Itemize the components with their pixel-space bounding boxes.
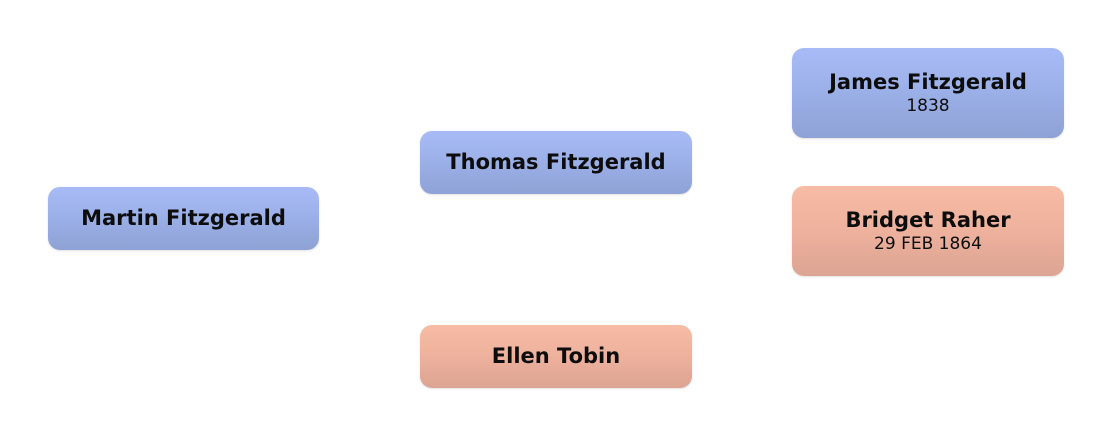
person-card-martin-fitzgerald[interactable]: Martin Fitzgerald [48, 187, 319, 250]
person-card-thomas-fitzgerald[interactable]: Thomas Fitzgerald [420, 131, 692, 194]
person-card-ellen-tobin[interactable]: Ellen Tobin [420, 325, 692, 388]
person-name: Thomas Fitzgerald [446, 150, 666, 174]
person-date: 29 FEB 1864 [874, 233, 982, 254]
person-name: Ellen Tobin [491, 344, 621, 368]
person-name: Martin Fitzgerald [81, 206, 286, 230]
person-name: Bridget Raher [845, 207, 1011, 232]
person-card-james-fitzgerald[interactable]: James Fitzgerald 1838 [792, 48, 1064, 138]
person-date: 1838 [906, 95, 950, 116]
person-card-bridget-raher[interactable]: Bridget Raher 29 FEB 1864 [792, 186, 1064, 276]
person-name: James Fitzgerald [829, 69, 1027, 94]
